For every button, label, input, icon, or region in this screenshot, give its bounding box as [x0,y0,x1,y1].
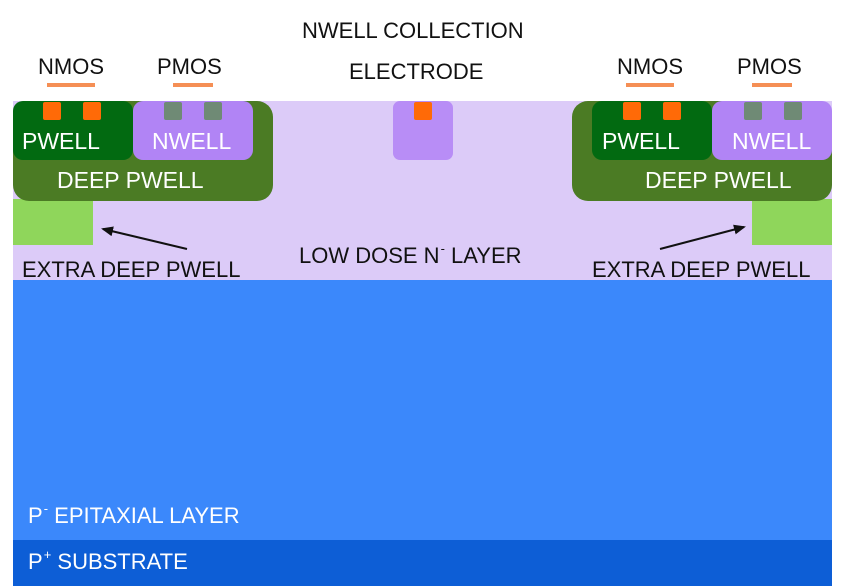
nmos-underline-right [626,83,674,87]
nmos-contact [663,102,681,120]
electrode-contact [414,102,432,120]
deep-pwell-label-left: DEEP PWELL [57,167,204,193]
pwell-right [592,101,712,160]
pmos-underline-right [752,83,792,87]
nwell-right [712,101,832,160]
pmos-contact [744,102,762,120]
nwell-label-right: NWELL [732,128,812,154]
nmos-label-right: NMOS [617,54,683,79]
nmos-label-left: NMOS [38,54,104,79]
pwell-left [13,101,133,160]
pmos-contact [204,102,222,120]
pmos-contact [164,102,182,120]
nmos-underline-left [47,83,95,87]
nmos-contact [623,102,641,120]
pwell-label-left: PWELL [22,128,100,154]
nwell-left [133,101,253,160]
p-substrate-layer [13,540,832,586]
extra-deep-pwell-left [13,199,93,245]
pmos-label-right: PMOS [737,54,802,79]
arrow-right [659,224,746,250]
pmos-label-left: PMOS [157,54,222,79]
collection-electrode-label-line2: ELECTRODE [349,59,484,84]
low-dose-n-layer-label: LOW DOSE N- LAYER [299,241,522,268]
collection-electrode-label-line1: NWELL COLLECTION [302,18,524,43]
extra-deep-pwell-right [752,199,832,245]
extra-deep-pwell-label-left: EXTRA DEEP PWELL [22,257,241,282]
pmos-contact [784,102,802,120]
nmos-contact [83,102,101,120]
extra-deep-pwell-label-right: EXTRA DEEP PWELL [592,257,811,282]
p-epitaxial-layer [13,280,832,540]
p-epitaxial-layer-label: P- EPITAXIAL LAYER [28,501,240,528]
nwell-label-left: NWELL [152,128,232,154]
p-substrate-label: P+ SUBSTRATE [28,547,188,574]
deep-pwell-label-right: DEEP PWELL [645,167,792,193]
pmos-underline-left [173,83,213,87]
arrow-left [101,226,188,250]
nmos-contact [43,102,61,120]
pwell-label-right: PWELL [602,128,680,154]
